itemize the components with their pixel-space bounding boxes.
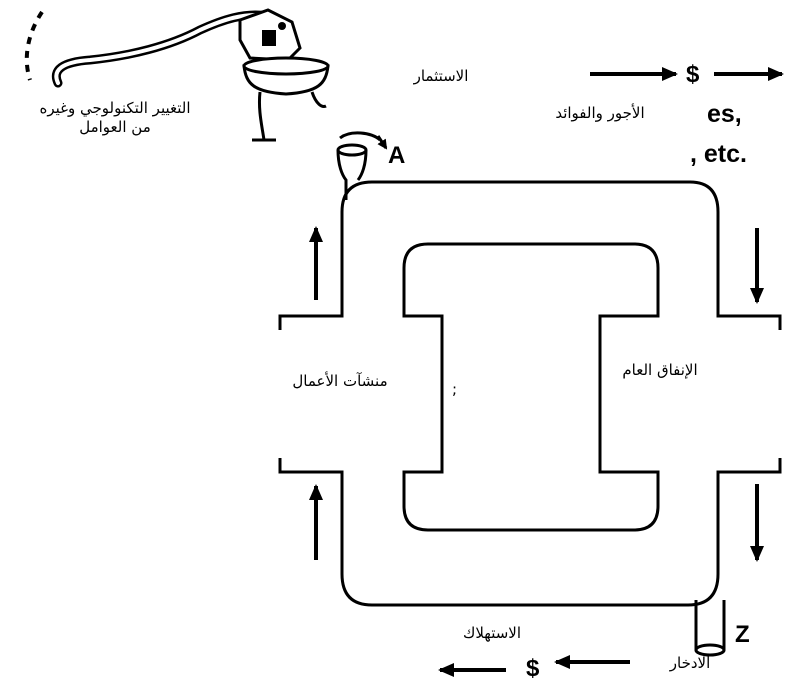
public-spending-label: الإنفاق العام bbox=[622, 361, 697, 379]
outlet-label-z: Z bbox=[735, 621, 750, 648]
dollar-top: $ bbox=[686, 61, 700, 88]
saving-label: الادخار bbox=[669, 654, 711, 672]
center-mark: ; bbox=[452, 380, 457, 398]
dollar-bottom: $ bbox=[526, 655, 540, 682]
investment-label: الاستثمار bbox=[413, 67, 469, 85]
wages-interest-label: الأجور والفوائد bbox=[555, 103, 644, 122]
inlet-funnel bbox=[336, 131, 388, 200]
tech-change-label-line2: من العوامل bbox=[79, 118, 151, 136]
wages-fragment: es, bbox=[707, 100, 742, 128]
hand-pump-icon bbox=[24, 8, 330, 142]
tech-change-label-line1: التغيير التكنولوجي وغيره bbox=[39, 99, 190, 118]
consumption-label: الاستهلاك bbox=[463, 624, 521, 642]
etc-fragment: , etc. bbox=[690, 140, 747, 168]
outlet-pipe bbox=[694, 600, 726, 657]
pipe-inner-wall bbox=[402, 242, 660, 532]
pipe-outer-wall bbox=[278, 180, 782, 607]
business-firms-label: منشآت الأعمال bbox=[292, 371, 387, 390]
inlet-label-a: A bbox=[388, 142, 405, 169]
